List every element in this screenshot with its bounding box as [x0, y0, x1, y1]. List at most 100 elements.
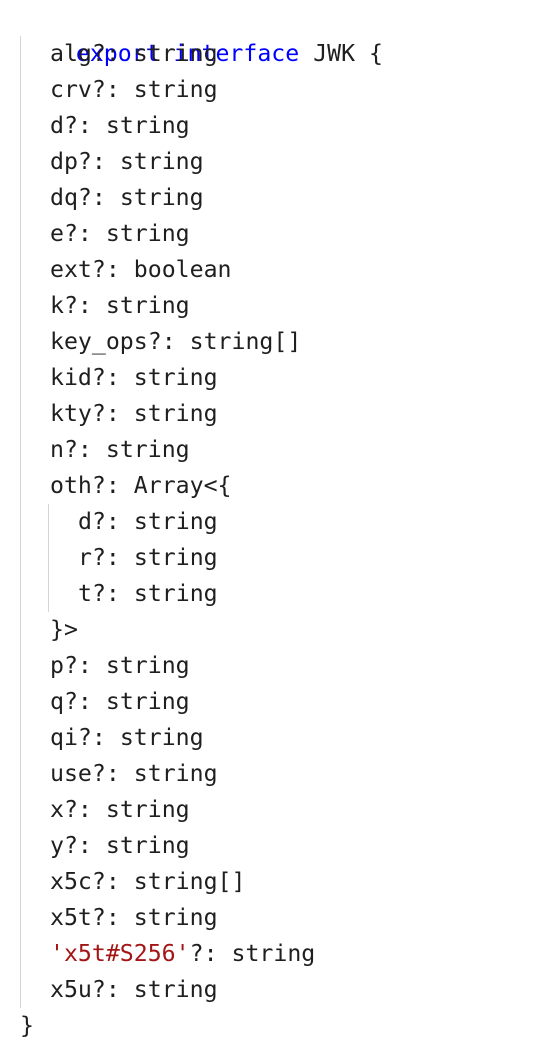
- optional-marker: ?:: [91, 544, 120, 571]
- property-name: dp: [50, 148, 78, 175]
- optional-marker: ?:: [63, 292, 92, 319]
- property-name: d: [78, 508, 92, 535]
- property-name: oth: [50, 472, 92, 499]
- property-type: string: [133, 364, 218, 391]
- property-x5u: x5u?: string: [50, 972, 218, 1008]
- nested-property-t: t?: string: [78, 576, 218, 612]
- property-name: q: [50, 688, 64, 715]
- property-name: e: [50, 220, 64, 247]
- property-type: string: [133, 508, 218, 535]
- interface-name: JWK: [313, 40, 356, 67]
- optional-marker: ?:: [91, 400, 120, 427]
- property-type: string: [105, 688, 190, 715]
- property-type: string: [133, 544, 218, 571]
- property-type: boolean: [133, 256, 232, 283]
- optional-marker: ?:: [63, 112, 92, 139]
- property-x: x?: string: [50, 792, 190, 828]
- optional-marker: ?:: [91, 868, 120, 895]
- property-type: string: [133, 76, 218, 103]
- property-type: string: [133, 976, 218, 1003]
- optional-marker: ?:: [91, 256, 120, 283]
- optional-marker: ?:: [91, 472, 120, 499]
- property-type: string: [133, 40, 218, 67]
- property-name: alg: [50, 40, 92, 67]
- optional-marker: ?:: [63, 832, 92, 859]
- property-name: dq: [50, 184, 78, 211]
- property-name: ext: [50, 256, 92, 283]
- array-type-close: }>: [50, 616, 78, 643]
- property-alg: alg?: string: [50, 36, 218, 72]
- property-d: d?: string: [50, 108, 190, 144]
- optional-marker: ?:: [77, 184, 106, 211]
- property-type: string: [133, 904, 218, 931]
- property-x5t-s256: 'x5t#S256'?: string: [50, 936, 315, 972]
- property-type: string[]: [133, 868, 246, 895]
- property-name: y: [50, 832, 64, 859]
- property-key-ops: key_ops?: string[]: [50, 324, 301, 360]
- property-x5t: x5t?: string: [50, 900, 218, 936]
- property-type: string: [105, 112, 190, 139]
- property-name: kty: [50, 400, 92, 427]
- open-brace: {: [369, 40, 384, 67]
- property-name: kid: [50, 364, 92, 391]
- property-name: t: [78, 580, 92, 607]
- optional-marker: ?:: [77, 724, 106, 751]
- property-name: x: [50, 796, 64, 823]
- property-x5c: x5c?: string[]: [50, 864, 245, 900]
- property-type: string: [119, 148, 204, 175]
- optional-marker: ?:: [91, 364, 120, 391]
- property-type: string: [133, 580, 218, 607]
- property-y: y?: string: [50, 828, 190, 864]
- optional-marker: ?:: [63, 220, 92, 247]
- property-name: n: [50, 436, 64, 463]
- indent-guide-outer: [20, 36, 21, 1008]
- nested-property-d: d?: string: [78, 504, 218, 540]
- interface-declaration-line: export interface JWK {: [20, 0, 383, 67]
- optional-marker: ?:: [189, 940, 218, 967]
- property-q: q?: string: [50, 684, 190, 720]
- property-name: crv: [50, 76, 92, 103]
- property-type: string: [105, 832, 190, 859]
- property-type: string: [105, 292, 190, 319]
- property-kid: kid?: string: [50, 360, 218, 396]
- optional-marker: ?:: [63, 652, 92, 679]
- property-crv: crv?: string: [50, 72, 218, 108]
- property-name: r: [78, 544, 92, 571]
- property-type: string: [133, 760, 218, 787]
- array-type-close-line: }>: [50, 612, 78, 648]
- optional-marker: ?:: [91, 76, 120, 103]
- property-type: string: [133, 400, 218, 427]
- property-type: string: [231, 940, 316, 967]
- property-n: n?: string: [50, 432, 190, 468]
- property-name: x5t: [50, 904, 92, 931]
- property-dp: dp?: string: [50, 144, 204, 180]
- property-name: x5u: [50, 976, 92, 1003]
- property-name: d: [50, 112, 64, 139]
- array-type-open: Array<{: [133, 472, 232, 499]
- property-type: string: [105, 436, 190, 463]
- optional-marker: ?:: [91, 904, 120, 931]
- property-type: string: [119, 184, 204, 211]
- property-e: e?: string: [50, 216, 190, 252]
- interface-keyword: interface: [173, 40, 300, 67]
- optional-marker: ?:: [91, 40, 120, 67]
- optional-marker: ?:: [91, 580, 120, 607]
- property-type: string: [105, 220, 190, 247]
- property-dq: dq?: string: [50, 180, 204, 216]
- property-ext: ext?: boolean: [50, 252, 232, 288]
- optional-marker: ?:: [91, 760, 120, 787]
- optional-marker: ?:: [91, 508, 120, 535]
- property-name: key_ops: [50, 328, 148, 355]
- property-name: x5c: [50, 868, 92, 895]
- property-name: qi: [50, 724, 78, 751]
- property-p: p?: string: [50, 648, 190, 684]
- property-type: string: [119, 724, 204, 751]
- property-name: use: [50, 760, 92, 787]
- property-qi: qi?: string: [50, 720, 204, 756]
- export-keyword: export: [75, 40, 160, 67]
- close-brace-line: }: [20, 1008, 34, 1044]
- indent-guide-inner: [48, 504, 49, 612]
- property-type: string: [105, 796, 190, 823]
- optional-marker: ?:: [63, 688, 92, 715]
